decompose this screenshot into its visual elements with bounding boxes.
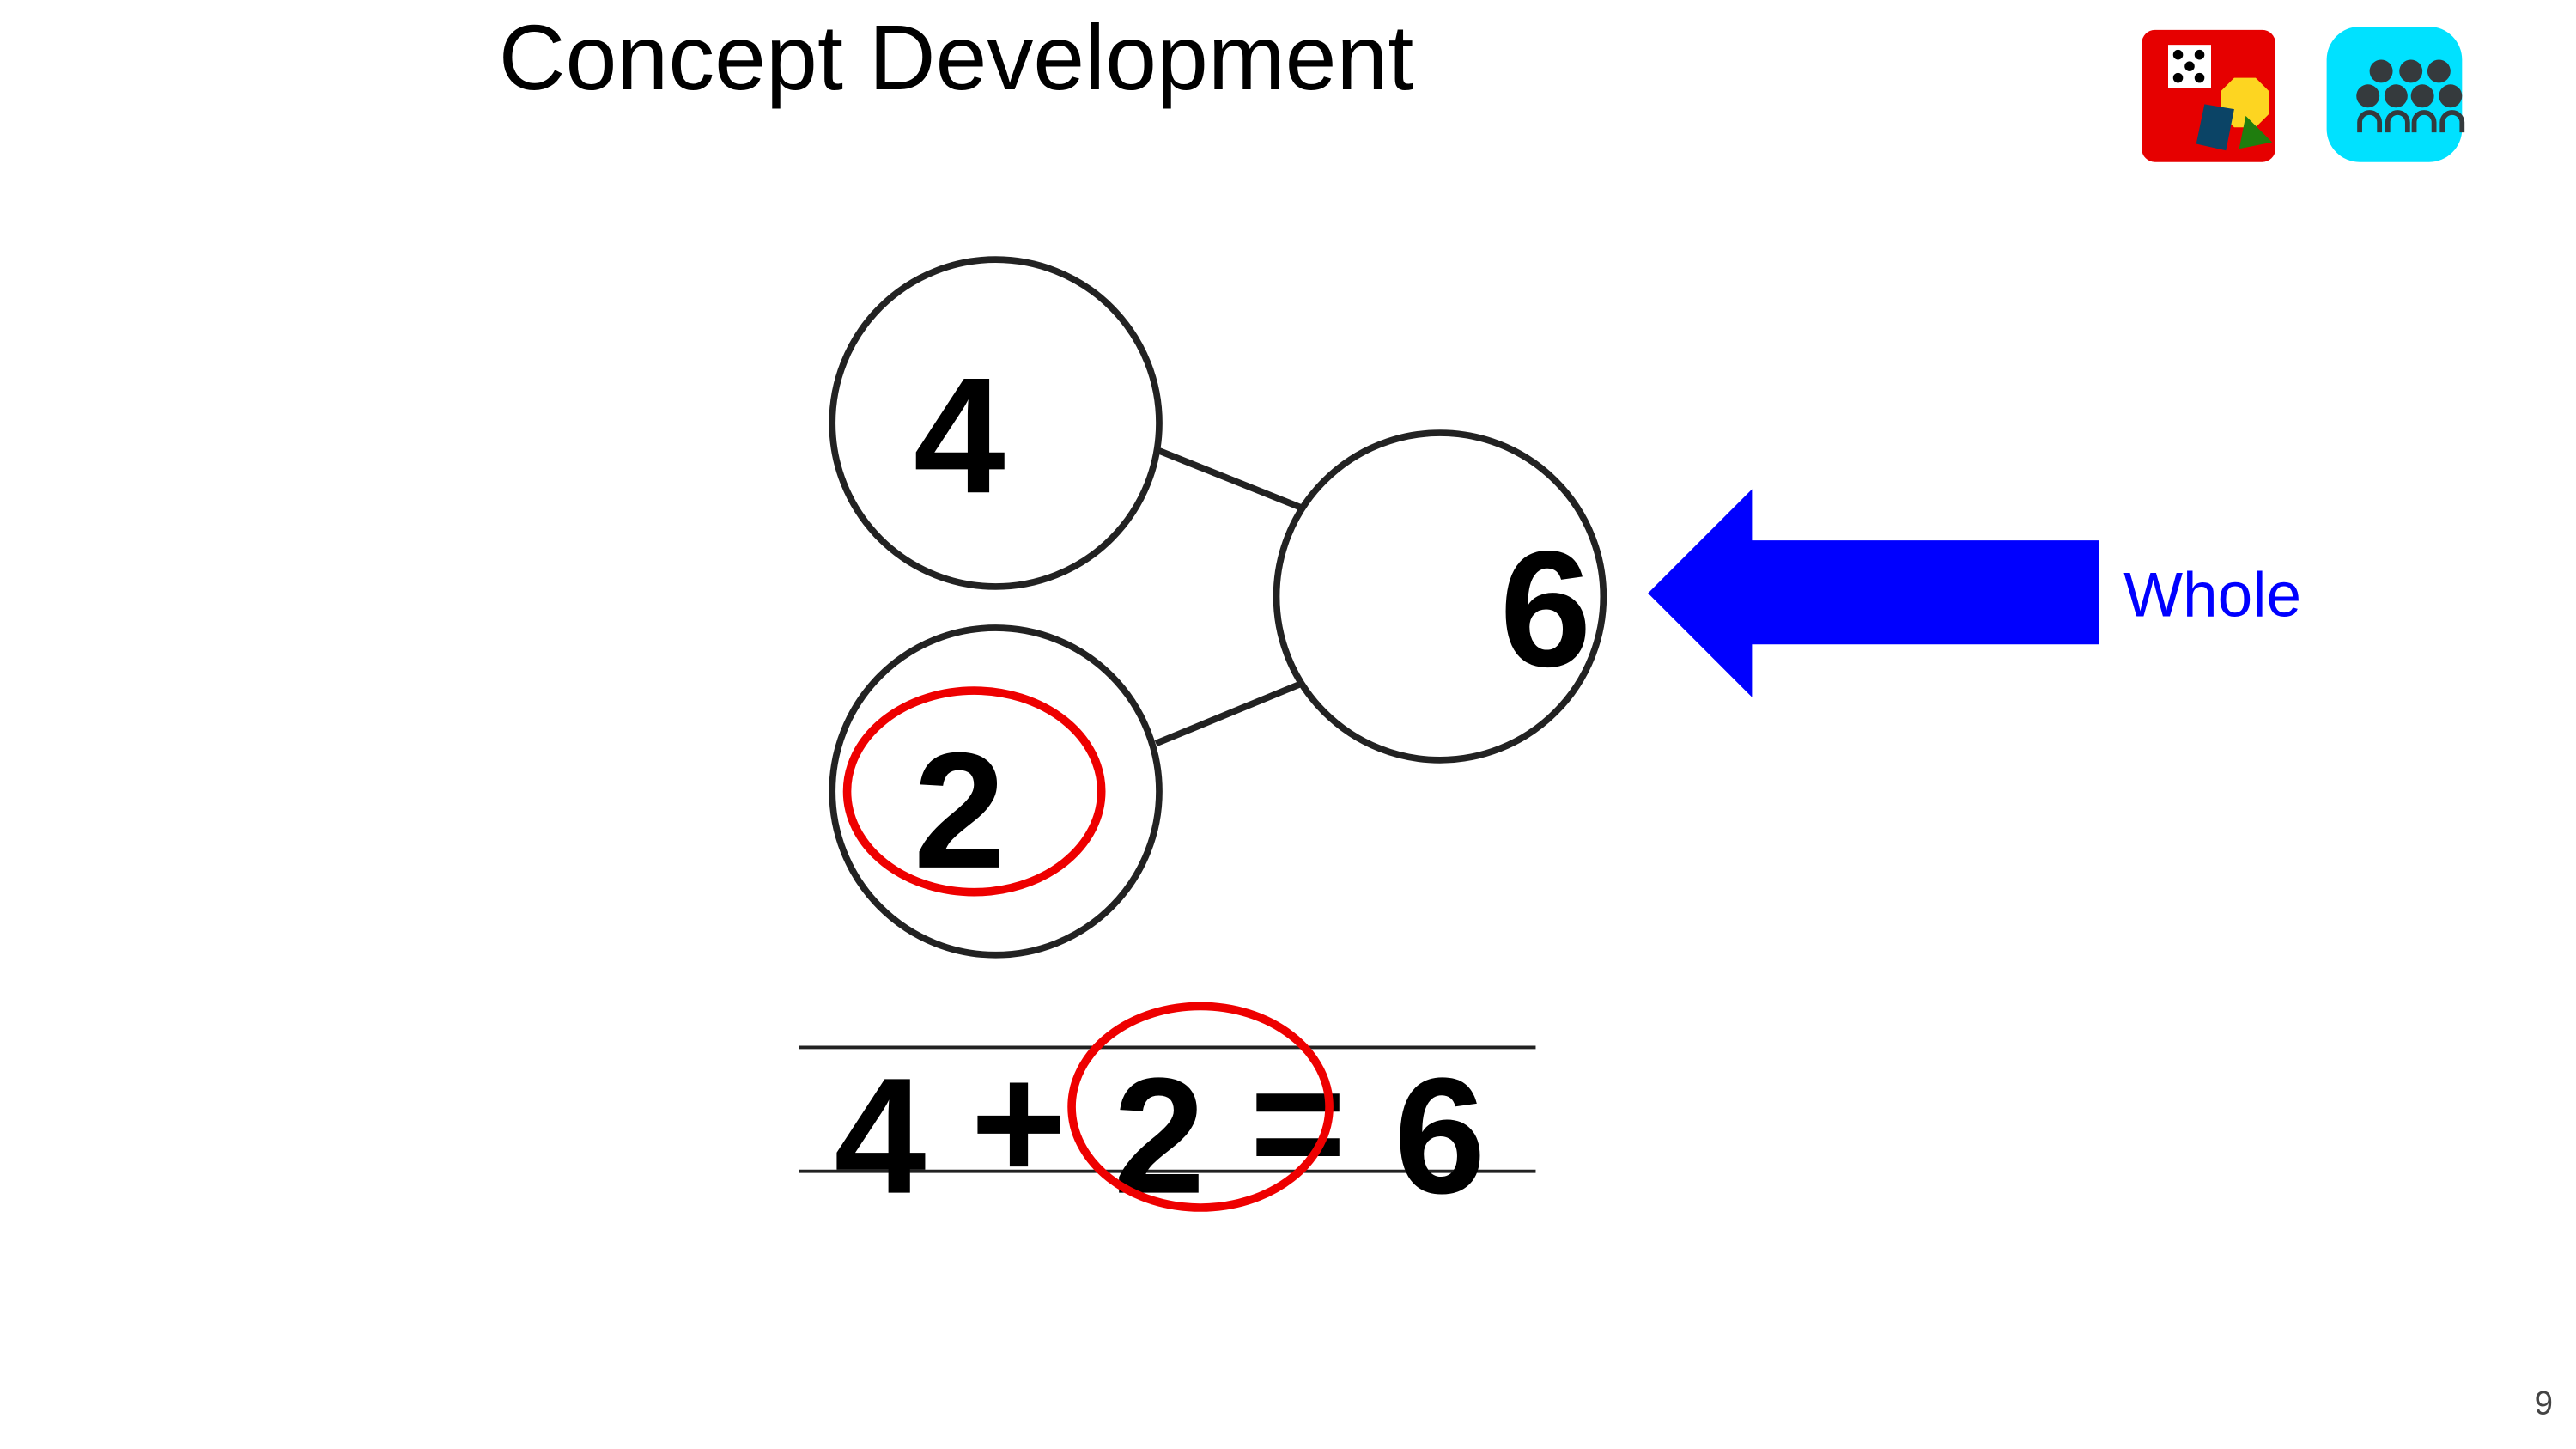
part-circle-bottom [829, 624, 1163, 959]
bond-line-bottom [1154, 679, 1306, 747]
part-circle-top [829, 256, 1163, 590]
slide-title: Concept Development [499, 6, 1414, 109]
number-bond: 4 2 6 [829, 256, 1607, 959]
whole-label: Whole [2123, 561, 2301, 630]
equation: 4 + 2 = 6 [799, 1002, 1536, 1228]
whole-arrow [1648, 489, 2099, 697]
equation-addend1: 4 [835, 1044, 927, 1228]
part-top-value: 4 [914, 343, 1005, 527]
whole-value: 6 [1500, 516, 1592, 701]
manipulatives-icon [2142, 29, 2275, 162]
whole-class-icon [2326, 27, 2465, 162]
whole-circle [1273, 429, 1607, 764]
equation-sum: 6 [1394, 1044, 1485, 1228]
highlight-circle-part [842, 686, 1106, 897]
page-number: 9 [2535, 1385, 2553, 1422]
equation-plus: + [970, 1030, 1066, 1215]
highlight-circle-equation [1067, 1002, 1334, 1212]
equation-addend2: 2 [1114, 1044, 1206, 1228]
bond-line-top [1154, 446, 1306, 513]
part-bottom-value: 2 [914, 718, 1005, 903]
